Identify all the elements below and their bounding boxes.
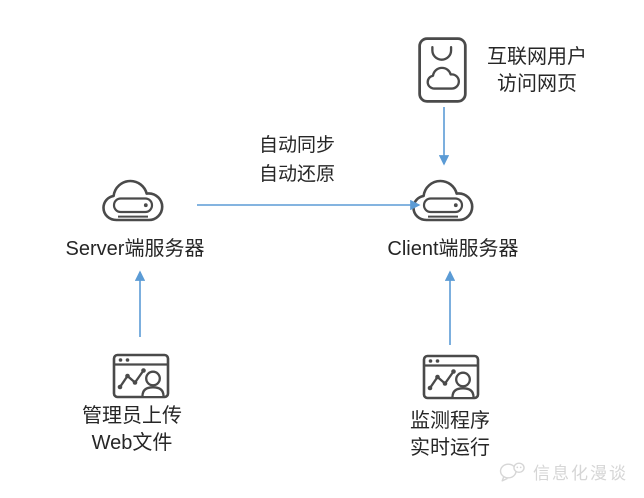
sync-annotation-line1: 自动同步 bbox=[258, 135, 335, 156]
sync-annotation-line2: 自动还原 bbox=[258, 164, 335, 185]
monitor-label-line1: 监测程序 bbox=[410, 410, 490, 432]
monitor-browser-icon bbox=[422, 354, 480, 400]
client-cloud-icon bbox=[412, 179, 474, 222]
internet-user-device-icon bbox=[418, 37, 467, 103]
client-label: Client端服务器 bbox=[387, 238, 519, 260]
server-label: Server端服务器 bbox=[65, 238, 205, 260]
watermark-text: 信息化漫谈 bbox=[533, 464, 628, 483]
monitor-label-line2: 实时运行 bbox=[410, 437, 490, 459]
admin-label: 管理员上传 Web文件 bbox=[32, 403, 232, 457]
server-cloud-icon bbox=[102, 179, 164, 222]
sync-annotation: 自动同步 自动还原 bbox=[227, 131, 367, 189]
admin-browser-icon bbox=[112, 353, 170, 399]
internet-user-label-line1: 互联网用户 bbox=[487, 46, 587, 68]
admin-label-line2: Web文件 bbox=[91, 432, 173, 454]
internet-user-label-line2: 访问网页 bbox=[497, 73, 577, 95]
chat-bubbles-icon bbox=[499, 462, 525, 482]
admin-label-line1: 管理员上传 bbox=[82, 405, 182, 427]
internet-user-label: 互联网用户 访问网页 bbox=[474, 44, 600, 98]
watermark: 信息化漫谈 bbox=[498, 459, 628, 484]
monitor-label: 监测程序 实时运行 bbox=[350, 408, 550, 462]
